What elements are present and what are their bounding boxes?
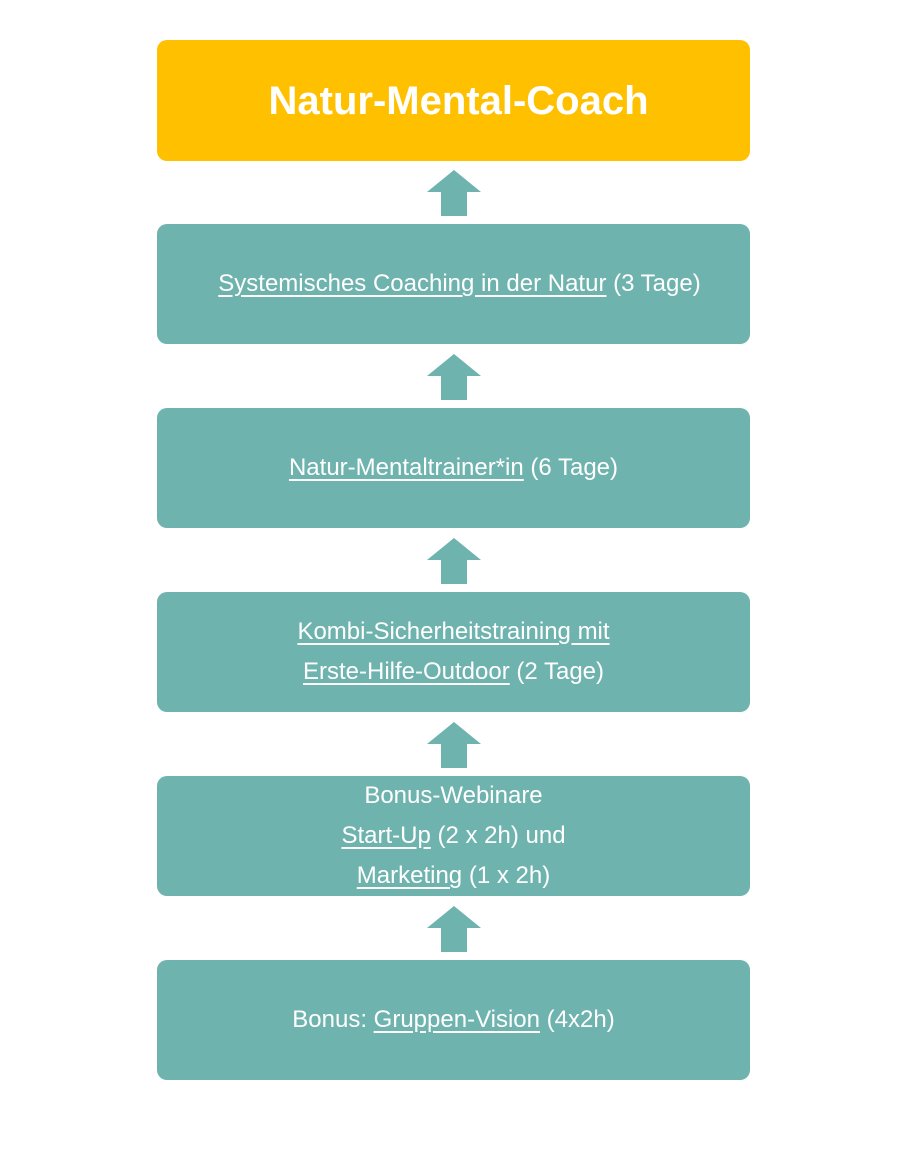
step-duration: (3 Tage) <box>613 270 701 297</box>
up-arrow-icon <box>427 354 481 400</box>
step-safety-training: Kombi-Sicherheitstraining mit Erste-Hilf… <box>157 592 750 712</box>
step-prefix: Bonus: <box>292 1006 367 1033</box>
step-systemic-coaching: Systemisches Coaching in der Natur (3 Ta… <box>157 224 750 344</box>
step-line-1: Kombi-Sicherheitstraining mit <box>297 612 609 652</box>
step-group-vision: Bonus: Gruppen-Vision (4x2h) <box>157 960 750 1080</box>
step-mentaltrainer: Natur-Mentaltrainer*in (6 Tage) <box>157 408 750 528</box>
title-box: Natur-Mental-Coach <box>157 40 750 161</box>
step-duration: (2 Tage) <box>516 658 604 685</box>
step-line-2: Erste-Hilfe-Outdoor (2 Tage) <box>303 652 604 692</box>
up-arrow-icon <box>427 906 481 952</box>
step-line: Systemisches Coaching in der Natur (3 Ta… <box>218 264 700 304</box>
step-link-safety-training[interactable]: Kombi-Sicherheitstraining mit <box>297 618 610 645</box>
step-link-startup[interactable]: Start-Up <box>341 822 431 849</box>
up-arrow-icon <box>427 722 481 768</box>
step-link-marketing[interactable]: Marketing <box>356 862 463 889</box>
step-link-first-aid-outdoor[interactable]: Erste-Hilfe-Outdoor <box>302 658 510 685</box>
up-arrow-icon <box>427 170 481 216</box>
step-line: Bonus: Gruppen-Vision (4x2h) <box>292 1000 614 1040</box>
step-duration: (2 x 2h) und <box>437 822 566 849</box>
step-duration: (1 x 2h) <box>468 862 551 889</box>
step-link-mentaltrainer[interactable]: Natur-Mentaltrainer*in <box>288 454 524 481</box>
step-line-startup: Start-Up (2 x 2h) und <box>341 816 565 856</box>
step-link-group-vision[interactable]: Gruppen-Vision <box>373 1006 540 1033</box>
step-line-marketing: Marketing (1 x 2h) <box>357 856 550 896</box>
step-duration: (4x2h) <box>546 1006 615 1033</box>
up-arrow-icon <box>427 538 481 584</box>
page-title: Natur-Mental-Coach <box>268 78 649 123</box>
step-duration: (6 Tage) <box>530 454 619 481</box>
step-line: Natur-Mentaltrainer*in (6 Tage) <box>289 448 618 488</box>
step-bonus-webinars: Bonus-Webinare Start-Up (2 x 2h) und Mar… <box>157 776 750 896</box>
step-heading: Bonus-Webinare <box>364 782 543 809</box>
step-link-systemic-coaching[interactable]: Systemisches Coaching in der Natur <box>218 270 607 297</box>
